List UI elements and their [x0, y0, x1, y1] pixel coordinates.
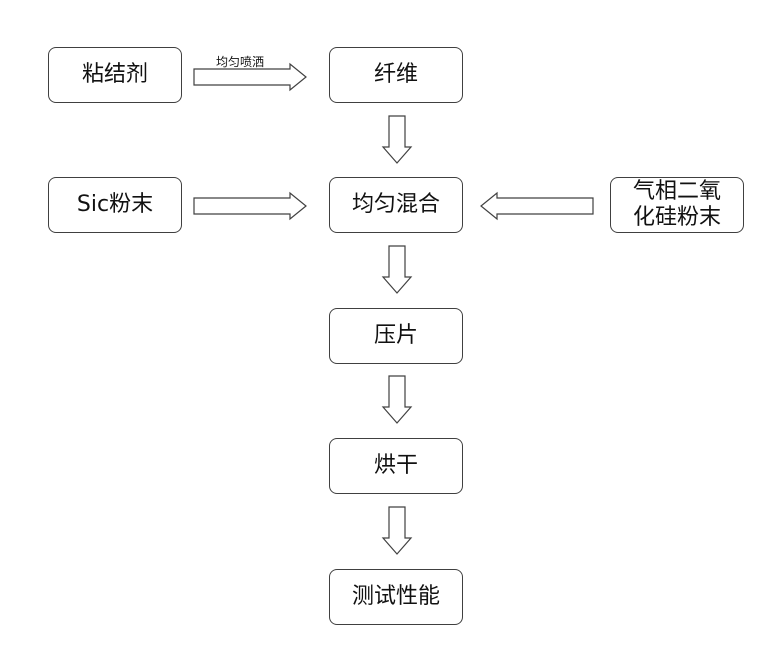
press-label: 压片	[373, 323, 418, 349]
fumed-silica-label-line1: 气相二氧	[632, 178, 721, 204]
mix-label: 均匀混合	[351, 192, 440, 218]
fumed-silica-node: 气相二氧 化硅粉末	[610, 177, 744, 233]
binder-label: 粘结剂	[81, 62, 148, 88]
test-node: 测试性能	[329, 569, 463, 625]
arrow-sic-to-mix	[193, 191, 307, 221]
arrow-binder-to-fiber	[193, 62, 307, 92]
binder-to-fiber-label: 均匀喷洒	[216, 55, 265, 69]
fumed-silica-label-line2: 化硅粉末	[632, 205, 721, 230]
arrow-fiber-to-mix	[381, 115, 413, 164]
binder-node: 粘结剂	[48, 47, 182, 103]
dry-node: 烘干	[329, 438, 463, 494]
arrow-dry-to-test	[381, 506, 413, 555]
fiber-node: 纤维	[329, 47, 463, 103]
dry-label: 烘干	[373, 453, 418, 479]
arrow-mix-to-press	[381, 245, 413, 294]
sic-powder-node: Sic粉末	[48, 177, 182, 233]
sic-powder-label: Sic粉末	[76, 192, 154, 218]
arrow-press-to-dry	[381, 375, 413, 424]
arrow-fumed-silica-to-mix	[480, 191, 594, 221]
test-label: 测试性能	[351, 584, 440, 610]
fiber-label: 纤维	[373, 62, 418, 88]
mix-node: 均匀混合	[329, 177, 463, 233]
press-node: 压片	[329, 308, 463, 364]
